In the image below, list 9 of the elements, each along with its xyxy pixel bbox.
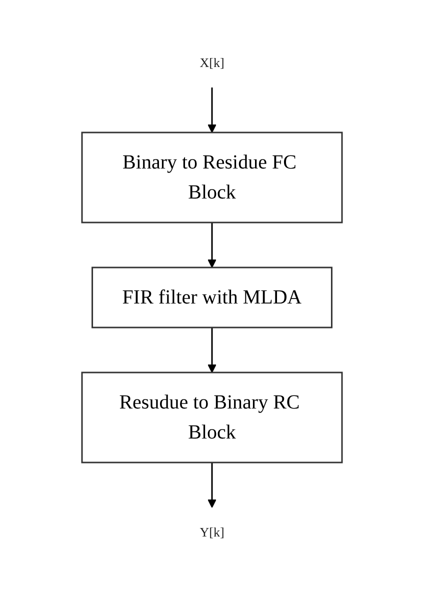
node-box: Binary to Residue FC Block	[81, 131, 343, 223]
node-text: Y[k]	[200, 524, 224, 539]
arrow	[208, 327, 216, 372]
node-box: Resudue to Binary RC Block	[81, 371, 343, 463]
node-text: X[k]	[200, 54, 224, 70]
arrow	[208, 87, 216, 132]
arrow	[208, 222, 216, 268]
arrow	[208, 462, 216, 508]
node-box: FIR filter with MLDA	[92, 266, 332, 328]
